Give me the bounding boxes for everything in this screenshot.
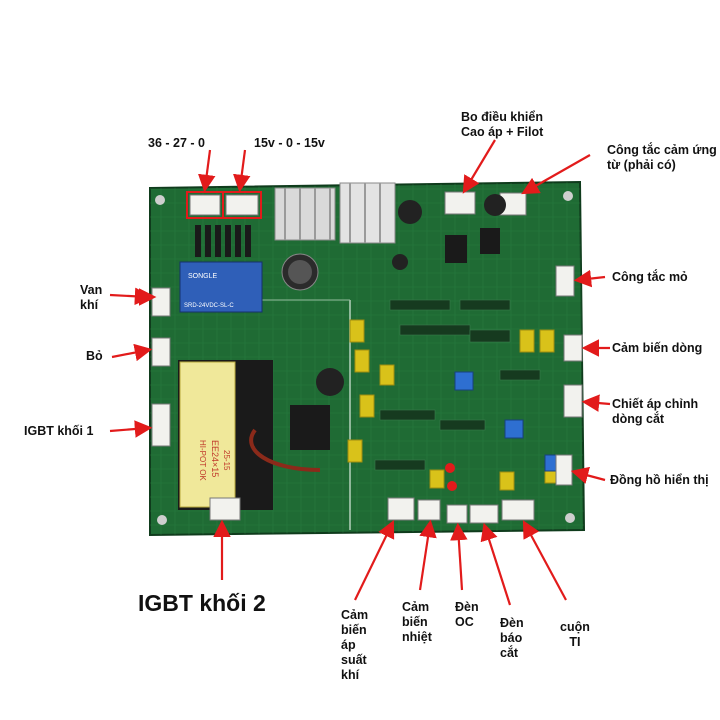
word: biến	[402, 615, 428, 629]
film-capacitors	[347, 319, 560, 491]
transformer-label-1: EE24×15	[210, 440, 220, 477]
label-cam-bien-nhiet: Cảm biến nhiệt	[402, 600, 432, 645]
label-igbt-khoi-1: IGBT khối 1	[24, 424, 94, 438]
word: cắt	[500, 646, 519, 660]
label-15v-0-15v: 15v - 0 - 15v	[254, 136, 325, 150]
label-igbt-khoi-2: IGBT khối 2	[138, 590, 266, 616]
word: Đèn	[500, 616, 524, 630]
label-bo-dieu-khien: Bo điều khiển Cao áp + Filot	[461, 110, 543, 140]
label-dong-ho-hien-thi: Đồng hồ hiển thị	[610, 473, 709, 487]
word: khí	[341, 668, 360, 682]
relay-model: SRD-24VDC-SL-C	[184, 303, 234, 309]
label-bo-dieu-khien-line1: Bo điều khiển	[461, 110, 543, 124]
label-den-oc: Đèn OC	[455, 600, 479, 630]
relay: SONGLE SRD-24VDC-SL-C	[179, 261, 263, 313]
label-cong-tac-cam-ung-line1: Công tắc cảm ứng	[607, 143, 717, 157]
word: Cảm	[402, 600, 430, 614]
heatsinks	[274, 182, 396, 244]
word: áp	[341, 638, 356, 652]
label-van-khi-line2: khí	[80, 298, 99, 312]
top-connectors	[186, 191, 527, 219]
transformer-label-3: 25-15	[222, 450, 231, 471]
transformer: EE24×15 HI-POT OK 25-15	[178, 360, 330, 510]
label-cong-tac-cam-ung: Công tắc cảm ứng từ (phải có)	[607, 143, 717, 173]
word: biến	[341, 623, 367, 637]
word: OC	[455, 615, 474, 629]
word: Đèn	[455, 600, 479, 614]
diode-row	[195, 225, 251, 257]
relay-brand: SONGLE	[188, 273, 218, 280]
word: suất	[341, 653, 367, 667]
label-cuon-ti: cuộn TI	[560, 620, 590, 650]
word: cuộn	[560, 620, 590, 634]
word: báo	[500, 631, 523, 645]
label-chiet-ap-line1: Chiết áp chỉnh	[612, 397, 699, 411]
word: nhiệt	[402, 630, 432, 644]
label-cam-bien-ap-suat: Cảm biến áp suất khí	[341, 608, 368, 683]
small-components	[374, 299, 541, 471]
word: Cảm	[341, 608, 369, 622]
label-den-bao-cat: Đèn báo cắt	[500, 616, 524, 661]
leds	[445, 463, 457, 491]
word: TI	[569, 635, 581, 649]
transformer-label-2: HI-POT OK	[198, 440, 207, 481]
label-chiet-ap-line2: dòng cắt	[612, 412, 665, 426]
label-bo-dieu-khien-line2: Cao áp + Filot	[461, 125, 544, 139]
label-cong-tac-mo: Công tắc mỏ	[612, 270, 688, 284]
label-chiet-ap: Chiết áp chỉnh dòng cắt	[612, 397, 698, 427]
label-36-27-0: 36 - 27 - 0	[148, 136, 205, 150]
label-bo: Bỏ	[86, 349, 103, 363]
annotation-arrows	[109, 139, 611, 606]
right-connectors	[555, 265, 583, 486]
left-connectors	[151, 287, 171, 447]
label-cam-bien-dong: Cảm biến dòng	[612, 341, 703, 355]
label-van-khi-line1: Van	[80, 283, 103, 297]
capacitors	[281, 194, 506, 396]
label-van-khi: Van khí	[80, 283, 102, 313]
label-cong-tac-cam-ung-line2: từ (phải có)	[607, 158, 676, 172]
